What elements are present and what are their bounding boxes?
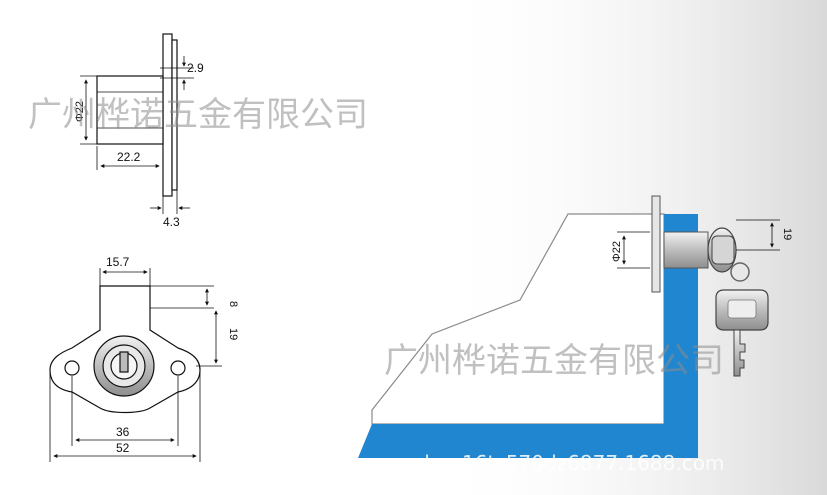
dim-flange-label: 4.3 <box>163 215 180 229</box>
key-blade <box>733 329 746 377</box>
dim-overall-width-label: 52 <box>116 441 130 455</box>
install-flange <box>651 195 661 293</box>
dim-hole-spacing-label: 36 <box>116 425 130 439</box>
side-flange-lip <box>171 39 178 191</box>
watermark-shop-url: shop16tz570dz6877.1688.com <box>414 451 724 475</box>
mounting-hole-left <box>64 360 80 376</box>
dim-body-length-label: 22.2 <box>117 150 141 164</box>
install-dim-height-label: 19 <box>781 228 793 240</box>
install-dim-diameter-label: Φ22 <box>611 241 623 262</box>
side-body <box>96 75 164 145</box>
dim-height-label: 19 <box>227 328 239 340</box>
side-view <box>80 33 194 214</box>
watermark-company-top: 广州桦诺五金有限公司 <box>28 95 368 135</box>
key-ring <box>730 262 750 282</box>
dim-height-small-label: 8 <box>227 301 239 307</box>
keyway <box>119 351 129 373</box>
install-view: Φ22 19 <box>358 195 793 458</box>
install-cylinder-face <box>711 235 735 265</box>
install-lock-body <box>663 231 709 269</box>
dim-thickness-label: 2.9 <box>187 61 204 75</box>
front-view <box>49 268 222 462</box>
dim-diameter-label: Φ22 <box>74 101 86 122</box>
watermark-company-bottom: 广州桦诺五金有限公司 <box>384 341 724 381</box>
mounting-hole-right <box>170 360 186 376</box>
dim-top-width-label: 15.7 <box>106 255 130 269</box>
